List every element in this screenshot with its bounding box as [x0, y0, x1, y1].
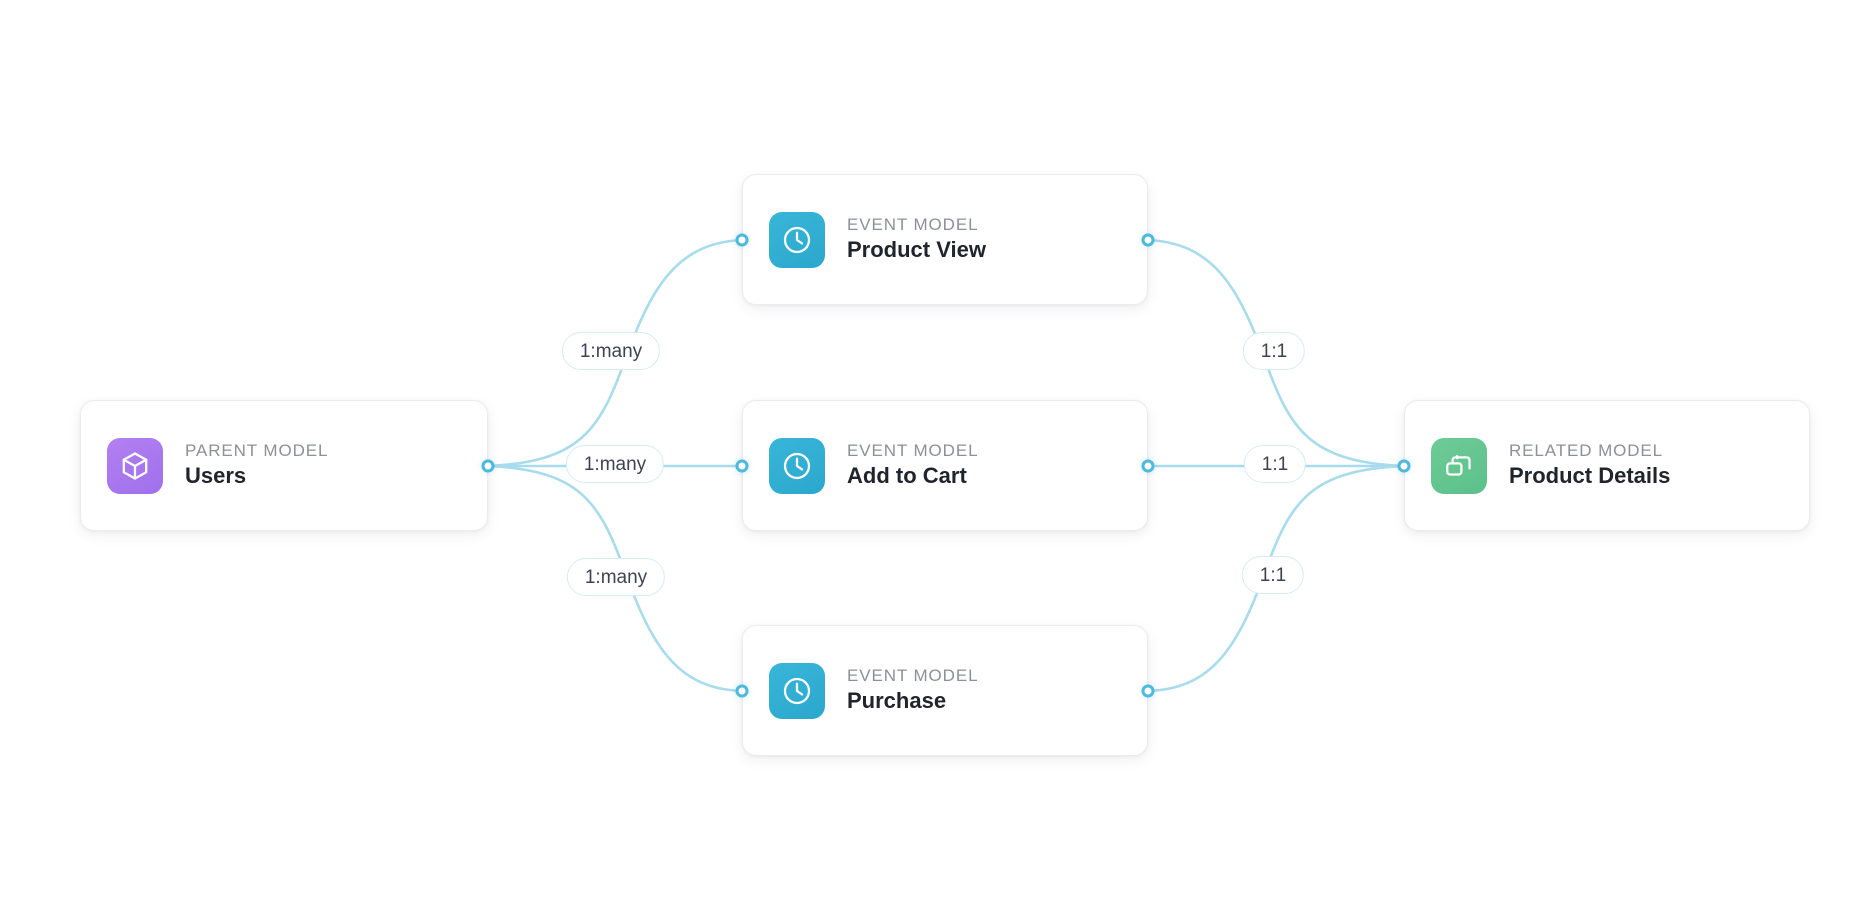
relationship-label-users-add-to-cart[interactable]: 1:many	[565, 445, 665, 483]
node-text-event-0: EVENT MODEL Product View	[847, 214, 986, 265]
node-text-event-1: EVENT MODEL Add to Cart	[847, 440, 978, 491]
port-related-left[interactable]	[1397, 459, 1411, 473]
clock-icon	[769, 662, 825, 719]
node-card-parent-users[interactable]: PARENT MODEL Users	[80, 400, 488, 531]
clock-icon	[769, 211, 825, 268]
relationship-label-product-view-details[interactable]: 1:1	[1242, 332, 1306, 370]
clock-icon	[769, 437, 825, 494]
node-kicker-parent: PARENT MODEL	[185, 441, 329, 461]
node-kicker-event-0: EVENT MODEL	[847, 215, 979, 235]
port-product-view-left[interactable]	[735, 233, 749, 247]
node-text-event-2: EVENT MODEL Purchase	[847, 665, 978, 716]
node-title-related: Product Details	[1509, 463, 1671, 489]
node-title-event-1: Add to Cart	[847, 463, 967, 489]
port-add-to-cart-left[interactable]	[735, 459, 749, 473]
port-product-view-right[interactable]	[1141, 233, 1155, 247]
port-purchase-left[interactable]	[735, 684, 749, 698]
layers-icon	[1431, 437, 1487, 494]
port-parent-right[interactable]	[481, 459, 495, 473]
node-text-parent: PARENT MODEL Users	[185, 440, 328, 491]
cube-icon	[107, 437, 163, 494]
relationship-label-purchase-details[interactable]: 1:1	[1241, 556, 1305, 594]
node-kicker-event-1: EVENT MODEL	[847, 441, 979, 461]
node-kicker-event-2: EVENT MODEL	[847, 666, 979, 686]
relationship-label-add-to-cart-details[interactable]: 1:1	[1243, 445, 1307, 483]
relationship-label-users-purchase[interactable]: 1:many	[566, 558, 666, 596]
port-add-to-cart-right[interactable]	[1141, 459, 1155, 473]
port-purchase-right[interactable]	[1141, 684, 1155, 698]
node-title-parent: Users	[185, 463, 247, 489]
node-card-event-purchase[interactable]: EVENT MODEL Purchase	[742, 625, 1148, 756]
node-text-related: RELATED MODEL Product Details	[1509, 440, 1670, 491]
node-card-related-product-details[interactable]: RELATED MODEL Product Details	[1404, 400, 1810, 531]
node-kicker-related: RELATED MODEL	[1509, 441, 1664, 461]
node-title-event-2: Purchase	[847, 688, 947, 714]
node-card-event-product-view[interactable]: EVENT MODEL Product View	[742, 174, 1148, 305]
node-title-event-0: Product View	[847, 237, 986, 263]
node-card-event-add-to-cart[interactable]: EVENT MODEL Add to Cart	[742, 400, 1148, 531]
relationship-label-users-product-view[interactable]: 1:many	[561, 332, 661, 370]
